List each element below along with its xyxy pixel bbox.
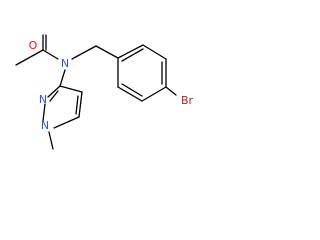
bond-benzene-1 — [117, 44, 144, 59]
atom-ring-nitrogen-2: N — [39, 93, 47, 106]
bond-pyrazole-3 — [53, 116, 80, 129]
atom-bromine: Br — [181, 94, 194, 107]
bond-n-ch2 — [71, 45, 97, 60]
bond-benzene-4 — [141, 86, 167, 102]
atom-amide-nitrogen: N — [61, 57, 69, 70]
bond-n-pyrazole — [59, 69, 66, 87]
bond-benzene-5 — [117, 86, 143, 102]
bond-c-br — [165, 86, 177, 96]
bond-pyrazole-inner-1 — [75, 95, 79, 115]
bond-pyrazole-5 — [47, 85, 61, 98]
bond-pyrazole-1 — [59, 85, 83, 93]
atom-oxygen: O — [29, 39, 38, 52]
bond-n-methyl — [48, 131, 54, 150]
bond-benzene-inner-1 — [121, 48, 144, 62]
atom-ring-nitrogen-1: N — [41, 119, 49, 132]
bond-pyrazole-4 — [42, 103, 46, 122]
bond-carbonyl-n — [42, 49, 59, 60]
bond-methyl-carbonyl — [15, 49, 44, 66]
structure-drawing: O N N N Br — [15, 34, 194, 150]
bond-benzene-2 — [142, 44, 167, 60]
molecule-diagram: O N N N Br — [0, 0, 204, 158]
bond-benzene-inner-3 — [121, 83, 143, 97]
bond-pyrazole-inner-2 — [49, 90, 59, 102]
bond-pyrazole-2 — [78, 91, 83, 118]
bond-ch2-aryl — [95, 45, 119, 59]
